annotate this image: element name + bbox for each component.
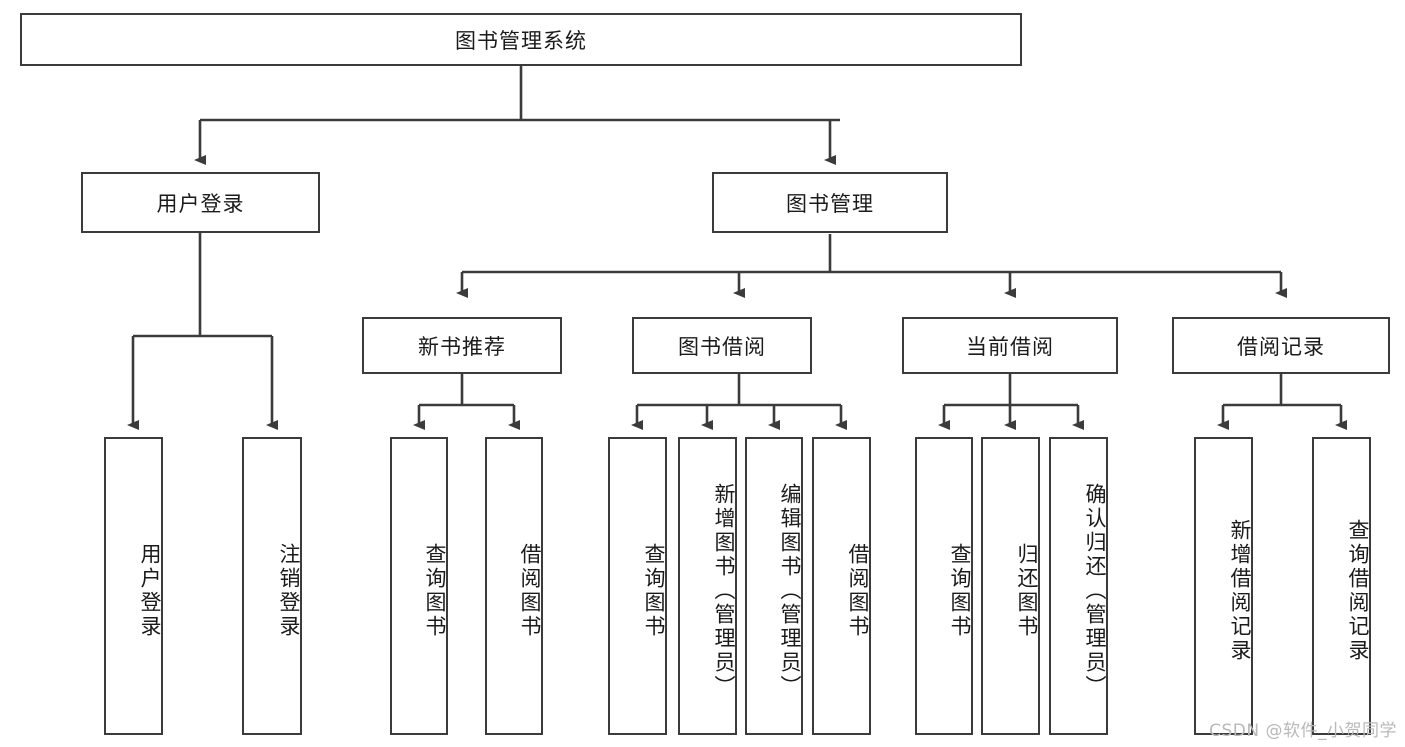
node-leaf-borrow-book-1-label: 借阅图书	[518, 543, 542, 639]
node-borrow-record-label: 借阅记录	[1237, 334, 1325, 359]
node-leaf-confirm-return[interactable]: 确认归还（管理员）	[1049, 437, 1108, 735]
node-leaf-query-book-1[interactable]: 查询图书	[390, 437, 448, 735]
node-leaf-query-record-label: 查询借阅记录	[1346, 519, 1370, 663]
node-leaf-user-login-label: 用户登录	[138, 543, 162, 639]
node-leaf-add-book[interactable]: 新增图书（管理员）	[678, 437, 737, 735]
node-book-manage-label: 图书管理	[786, 191, 874, 216]
node-leaf-borrow-book-2[interactable]: 借阅图书	[812, 437, 871, 735]
node-user-login[interactable]: 用户登录	[81, 172, 320, 233]
node-root[interactable]: 图书管理系统	[20, 13, 1022, 66]
node-current-borrow-label: 当前借阅	[966, 334, 1054, 359]
node-borrow-record[interactable]: 借阅记录	[1172, 317, 1390, 374]
node-leaf-add-record[interactable]: 新增借阅记录	[1194, 437, 1253, 735]
node-leaf-borrow-book-1[interactable]: 借阅图书	[485, 437, 543, 735]
node-book-borrow[interactable]: 图书借阅	[632, 317, 812, 374]
node-book-manage[interactable]: 图书管理	[712, 172, 948, 233]
node-leaf-logout-label: 注销登录	[277, 543, 301, 639]
node-leaf-query-book-3-label: 查询图书	[948, 543, 972, 639]
node-leaf-query-book-2[interactable]: 查询图书	[608, 437, 667, 735]
node-user-login-label: 用户登录	[156, 191, 245, 216]
node-leaf-edit-book[interactable]: 编辑图书（管理员）	[745, 437, 803, 735]
node-leaf-return-book[interactable]: 归还图书	[981, 437, 1040, 735]
node-root-label: 图书管理系统	[455, 28, 587, 53]
node-leaf-edit-book-label: 编辑图书（管理员）	[778, 483, 802, 699]
node-leaf-query-book-1-label: 查询图书	[423, 543, 447, 639]
node-new-book-rec[interactable]: 新书推荐	[362, 317, 562, 374]
node-leaf-confirm-return-label: 确认归还（管理员）	[1083, 483, 1107, 699]
node-new-book-rec-label: 新书推荐	[418, 334, 506, 359]
watermark: CSDN @软件_小贺同学	[1209, 721, 1397, 741]
node-leaf-query-record[interactable]: 查询借阅记录	[1312, 437, 1371, 735]
node-leaf-query-book-2-label: 查询图书	[642, 543, 666, 639]
node-leaf-borrow-book-2-label: 借阅图书	[846, 543, 870, 639]
node-leaf-return-book-label: 归还图书	[1015, 543, 1039, 639]
node-leaf-add-book-label: 新增图书（管理员）	[712, 483, 736, 699]
node-leaf-query-book-3[interactable]: 查询图书	[915, 437, 973, 735]
node-book-borrow-label: 图书借阅	[678, 334, 766, 359]
node-leaf-logout[interactable]: 注销登录	[242, 437, 302, 735]
node-leaf-add-record-label: 新增借阅记录	[1228, 519, 1252, 663]
node-leaf-user-login[interactable]: 用户登录	[104, 437, 163, 735]
node-current-borrow[interactable]: 当前借阅	[902, 317, 1118, 374]
